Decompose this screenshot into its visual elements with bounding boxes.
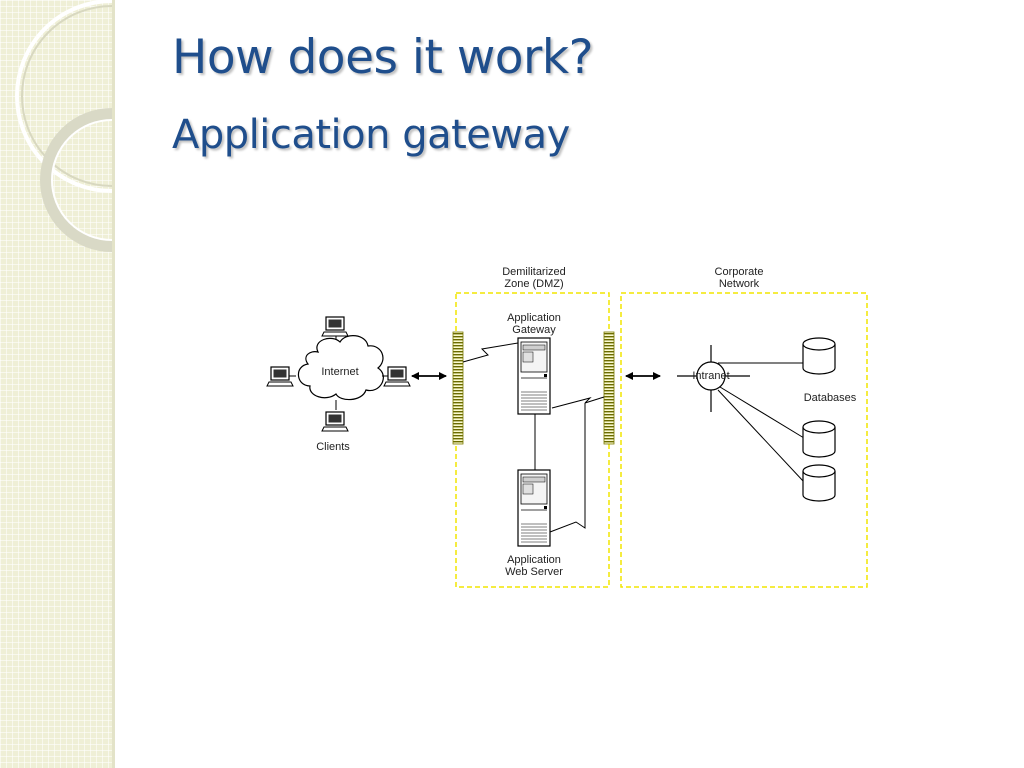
client-computer-bottom-icon (321, 411, 349, 432)
gateway-label-line2: Gateway (512, 324, 556, 336)
sidebar-ring-small-highlight (51, 119, 112, 241)
inner-firewall (603, 331, 615, 445)
database-2-icon (802, 420, 836, 458)
intranet-label: Intranet (692, 370, 729, 382)
inner-firewall-gateway-link (551, 396, 605, 409)
corporate-label-line2: Network (719, 278, 760, 290)
intranet-database-link (717, 389, 805, 483)
application-web-server-icon (517, 469, 551, 547)
sidebar-rings (15, 0, 112, 252)
internet-label: Internet (321, 366, 358, 378)
corporate-network-zone (620, 292, 868, 588)
inner-firewall-webserver-link (549, 403, 586, 533)
dmz-label-line2: Zone (DMZ) (504, 278, 563, 290)
client-computer-top-icon (321, 316, 349, 337)
webserver-label-line1: Application (507, 554, 561, 566)
sidebar-ring-large (15, 0, 112, 193)
databases-label: Databases (804, 392, 857, 404)
client-computer-left-icon (266, 366, 294, 387)
sidebar-ring-small (40, 108, 112, 252)
slide-subtitle: Application gateway (172, 112, 570, 158)
intranet-database-link (719, 386, 805, 439)
database-3-icon (802, 464, 836, 502)
intranet-hub (677, 345, 750, 412)
application-gateway-server-icon (517, 337, 551, 415)
dmz-label-line1: Demilitarized (502, 266, 566, 278)
gateway-label-line1: Application (507, 312, 561, 324)
sidebar-edge (112, 0, 115, 768)
decorative-sidebar (0, 0, 112, 768)
outer-firewall (452, 331, 464, 445)
corporate-label-line1: Corporate (715, 266, 764, 278)
sidebar-ring-large-shadow (21, 5, 112, 187)
webserver-label-line2: Web Server (505, 566, 563, 578)
database-1-icon (802, 337, 836, 375)
client-computer-right-icon (383, 366, 411, 387)
firewall-gateway-link (462, 342, 519, 363)
clients-label: Clients (316, 441, 350, 453)
slide-title: How does it work? (172, 30, 594, 85)
